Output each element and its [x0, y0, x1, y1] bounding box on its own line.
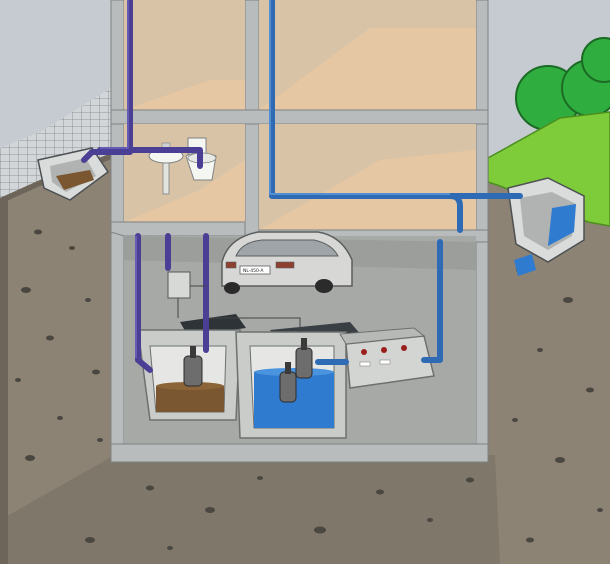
- control-panel-box: [167, 271, 191, 299]
- license-plate: [239, 265, 271, 275]
- sewage-pump: [183, 346, 203, 387]
- room-bathroom-floor: [124, 160, 245, 222]
- soil-texture: [15, 229, 603, 550]
- car: NL·450·A: [221, 231, 353, 294]
- street-gully-left: [37, 147, 110, 201]
- wastewater-pipes: [81, 0, 209, 373]
- paved-surface: [0, 82, 120, 198]
- license-plate-text: NL·450·A: [243, 268, 264, 274]
- soil-front-face: [0, 190, 8, 564]
- soil-bottom: [0, 455, 500, 564]
- garden-gully-right: [507, 177, 585, 276]
- separator-outlet: [421, 239, 443, 363]
- soil-right: [482, 158, 610, 564]
- separator-valves: [361, 345, 407, 355]
- room-middle-right-floor: [259, 150, 476, 230]
- floor-slab-middle-left: [110, 221, 246, 237]
- stack-to-pit: [135, 233, 153, 373]
- bathroom-branch: [127, 147, 203, 169]
- stormwater-pump-2: [295, 338, 313, 379]
- wastewater-pipe-highlights: [100, 0, 137, 358]
- rainwater-pipes: [269, 0, 523, 365]
- room-upper-left-floor: [124, 80, 245, 110]
- rainwater-pipe-highlights: [269, 0, 450, 195]
- control-cables: [177, 285, 301, 332]
- stormwater-pump-1: [279, 362, 297, 403]
- basement-floor-slab: [110, 443, 489, 463]
- floor-slab-upper: [110, 109, 489, 125]
- tree: [581, 37, 610, 83]
- oil-separator-tank: [339, 327, 435, 389]
- pipe-to-street-sewer: [81, 149, 133, 163]
- room-upper-right-floor: [259, 28, 476, 110]
